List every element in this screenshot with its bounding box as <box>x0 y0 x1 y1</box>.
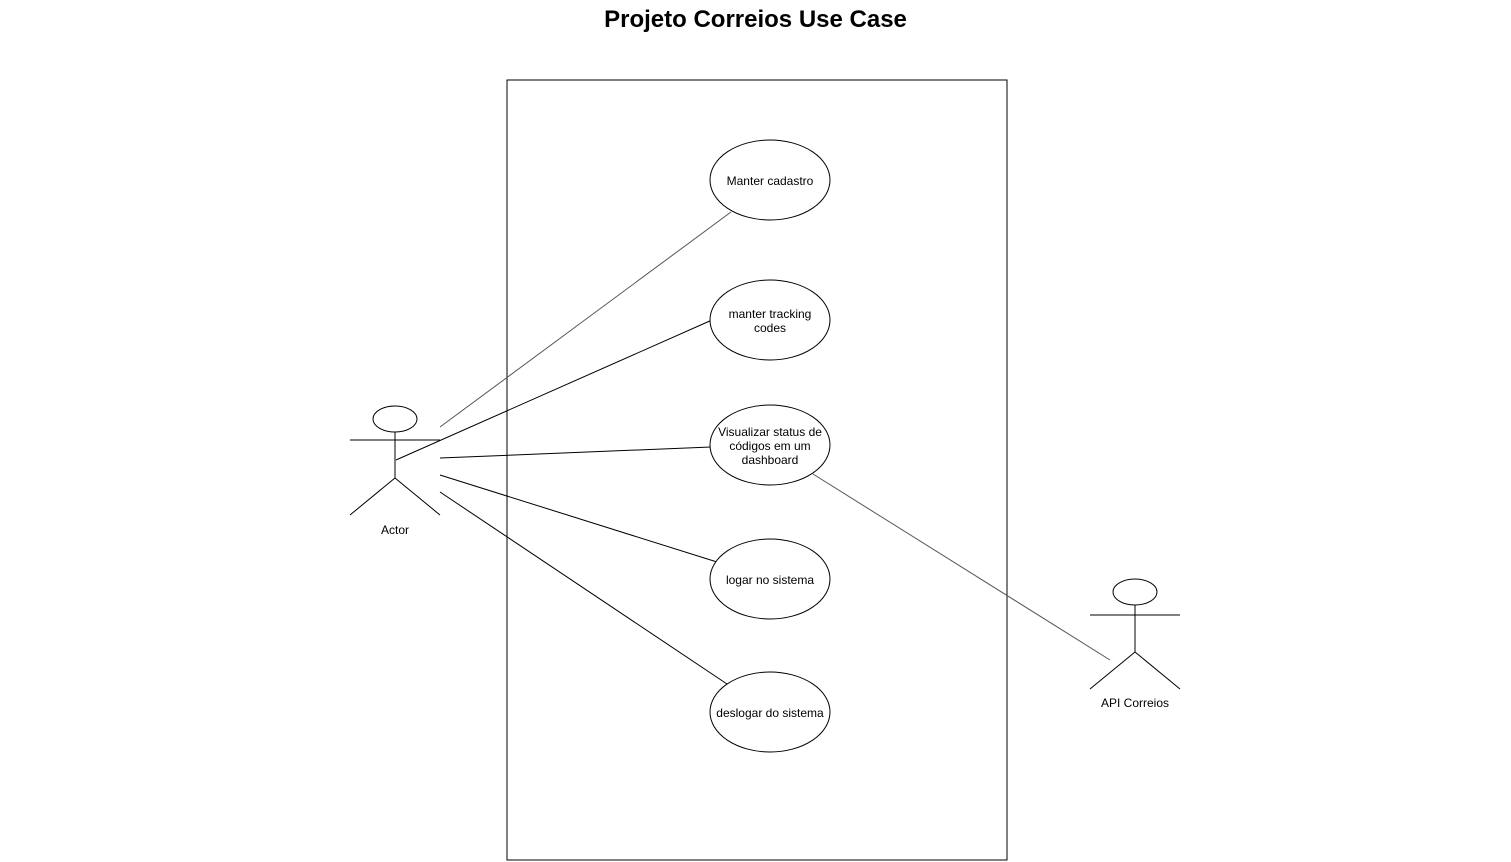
use-case-label-line: codes <box>754 321 786 335</box>
use-case-manter-tracking-codes[interactable]: manter tracking codes <box>709 279 831 361</box>
use-case-ellipse <box>709 671 831 753</box>
use-case-label-line: dashboard <box>742 453 799 467</box>
actor-right-leg <box>394 477 441 516</box>
use-case-ellipse <box>709 279 831 361</box>
association-actor-manter-tracking-codes <box>395 319 713 461</box>
diagram-title: Projeto Correios Use Case <box>604 6 907 33</box>
association-actor-manter-cadastro <box>439 211 732 428</box>
use-case-deslogar[interactable]: deslogar do sistema <box>709 671 831 753</box>
use-case-ellipse <box>709 139 831 221</box>
actor-left-leg <box>349 477 396 516</box>
actor-right-leg <box>1134 651 1181 690</box>
use-case-logar[interactable]: logar no sistema <box>709 538 831 620</box>
use-case-label-line: deslogar do sistema <box>716 706 824 720</box>
use-case-ellipse <box>709 404 831 486</box>
use-case-visualizar-status[interactable]: Visualizar status de códigos em um dashb… <box>709 404 831 486</box>
use-case-label-line: Visualizar status de <box>718 425 822 439</box>
use-case-label-line: Manter cadastro <box>727 174 814 188</box>
actor-left-leg <box>1089 651 1136 690</box>
actor-head <box>372 405 418 433</box>
use-case-label-line: códigos em um <box>729 439 810 453</box>
association-actor-logar <box>439 474 718 563</box>
use-case-ellipse <box>709 538 831 620</box>
use-case-label-line: logar no sistema <box>726 573 814 587</box>
association-actor-deslogar <box>439 491 731 687</box>
actor-label: Actor <box>381 523 409 537</box>
system-boundary <box>506 79 1008 861</box>
actor-user[interactable]: Actor <box>349 405 441 537</box>
actor-head <box>1112 578 1158 606</box>
actor-label: API Correios <box>1101 696 1169 710</box>
use-case-label-line: manter tracking <box>729 307 812 321</box>
association-actor-visualizar-status <box>439 446 712 459</box>
use-case-manter-cadastro[interactable]: Manter cadastro <box>709 139 831 221</box>
association-api-visualizar-status <box>812 473 1111 661</box>
actor-api-correios[interactable]: API Correios <box>1089 578 1181 710</box>
